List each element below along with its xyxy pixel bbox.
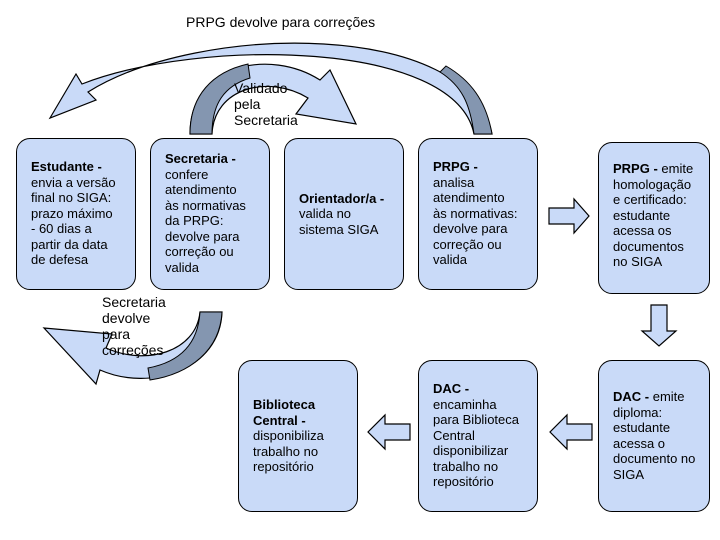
arrow-prpg-to-prpg-emite <box>548 197 590 235</box>
box-biblioteca: Biblioteca Central - disponibiliza traba… <box>238 360 358 512</box>
box-prpg-emite: PRPG - emite homologação e certificado: … <box>598 142 710 294</box>
label-validated: Validado pela Secretaria <box>234 80 298 128</box>
arrow-prpg-emite-to-dac <box>640 304 678 347</box>
box-estudante: Estudante - envia a versão final no SIGA… <box>16 138 136 290</box>
box-prpg-analisa: PRPG - analisa atendimento às normativas… <box>418 138 538 290</box>
label-secretaria-returns: Secretaria devolve para correções <box>102 294 166 358</box>
arc-secretaria-to-orientador-shadow <box>189 63 251 135</box>
box-orientador: Orientador/a - valida no sistema SIGA <box>284 138 404 290</box>
arc-secretaria-to-estudante-shadow <box>147 311 223 381</box>
box-dac-encaminha: DAC - encaminha para Biblioteca Central … <box>418 360 538 512</box>
arrow-dac-encaminha-to-biblioteca <box>367 413 411 451</box>
arc-prpg-to-estudante <box>48 42 493 135</box>
box-secretaria: Secretaria - confere atendimento às norm… <box>150 138 270 290</box>
label-prpg-returns: PRPG devolve para correções <box>186 14 376 30</box>
box-dac-emite: DAC - emite diploma: estudante acessa o … <box>598 360 710 512</box>
arc-prpg-to-estudante-shadow <box>439 65 493 135</box>
arrow-dac-emite-to-dac-encaminha <box>549 413 593 451</box>
